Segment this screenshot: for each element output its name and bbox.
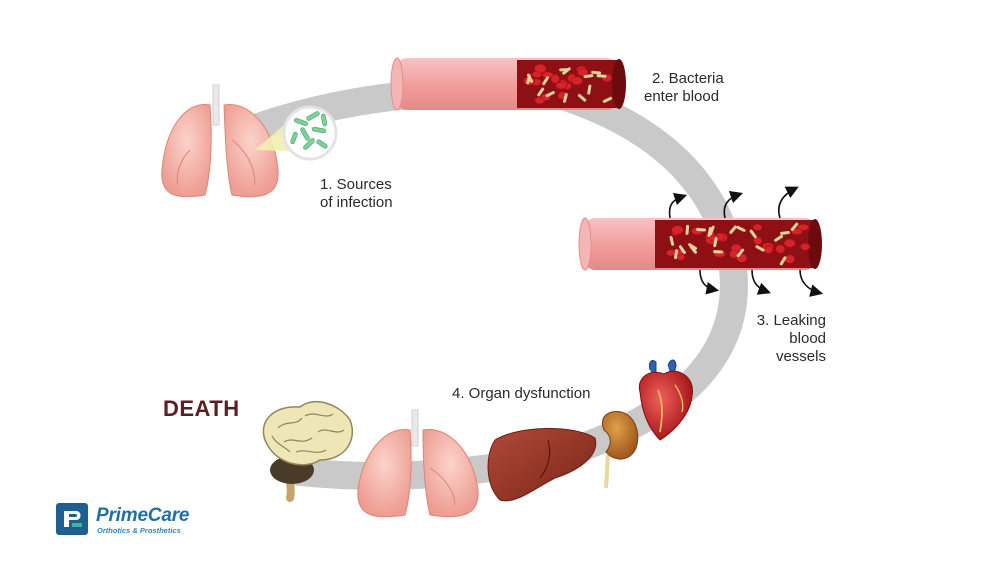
bacteria-magnified-icon [282, 105, 338, 161]
blood-cell [791, 228, 803, 235]
bacterium [587, 84, 592, 95]
blood-cell [571, 76, 583, 85]
bacterium [790, 222, 799, 231]
bacterium [678, 245, 686, 254]
step-1-label: 1. Sources of infection [320, 176, 393, 212]
blood-cell [729, 249, 739, 259]
primecare-logo: PrimeCare Orthotics & Prosthetics [56, 503, 236, 539]
heart-icon [638, 359, 693, 441]
bacterium [537, 87, 545, 97]
step-1-line-1: 1. Sources [320, 176, 392, 193]
blood-cell [555, 81, 567, 90]
bacterium [736, 248, 745, 258]
brand-name: PrimeCare [96, 505, 190, 526]
bacterium [779, 256, 787, 266]
bacterium [674, 249, 678, 260]
blood-cell [752, 223, 763, 231]
blood-cell [763, 245, 774, 254]
liver-icon [487, 428, 597, 502]
blood-cell [783, 239, 796, 248]
brand-tagline: Orthotics & Prosthetics [97, 526, 181, 535]
step-4-line-1: 4. Organ dysfunction [452, 385, 591, 402]
bacterium [577, 94, 587, 102]
step-3-label: 3. Leaking blood vessels [740, 312, 826, 366]
blood-cell [577, 68, 589, 77]
bacterium [696, 227, 707, 232]
step-3-line-1: 3. Leaking [756, 312, 826, 329]
bacterium [542, 76, 550, 86]
primecare-logo-mark-icon [56, 503, 88, 535]
bacterium [749, 229, 757, 239]
bacterium [591, 70, 602, 75]
lungs-bottom-icon [357, 409, 479, 518]
bacterium [669, 235, 675, 246]
death-label: DEATH [163, 396, 240, 421]
bacterium [583, 74, 594, 79]
bacterium [562, 67, 571, 75]
blood-cell [775, 244, 786, 254]
step-4-label: 4. Organ dysfunction [452, 385, 590, 403]
bacterium [774, 234, 784, 242]
bacterium [755, 245, 765, 252]
kidney-icon [601, 411, 639, 489]
bacterium [545, 91, 555, 98]
blood-vessel-icon [390, 57, 626, 111]
step-2-label: 2. Bacteria enter blood [644, 70, 724, 106]
bacterium [689, 245, 698, 254]
blood-cell [671, 225, 684, 235]
bacterium [736, 225, 746, 232]
bacterium [713, 250, 724, 254]
leaking-vessel-icon [578, 186, 824, 297]
step-2-line-1: 2. Bacteria [652, 70, 724, 87]
blood-cell [800, 243, 811, 251]
blood-cell [666, 249, 676, 257]
bacterium [729, 225, 737, 234]
step-3-line-3: vessels [775, 348, 826, 365]
bacterium [596, 74, 607, 78]
blood-cell [797, 223, 810, 231]
bacterium [562, 93, 568, 103]
lungs-icon [161, 84, 279, 198]
blood-cell [753, 236, 763, 245]
step-1-line-2: of infection [320, 194, 393, 211]
bacterium [780, 230, 790, 235]
blood-cell [550, 74, 560, 84]
blood-cell [531, 71, 542, 78]
step-2-line-2: enter blood [644, 88, 720, 105]
step-3-line-2: blood [789, 330, 826, 347]
bacterium [713, 237, 718, 248]
blood-cell [784, 254, 795, 264]
bacterium [685, 224, 690, 235]
bacterium [602, 96, 613, 103]
bacterium [709, 225, 715, 236]
bacterium [526, 74, 532, 85]
brain-icon [262, 400, 354, 502]
